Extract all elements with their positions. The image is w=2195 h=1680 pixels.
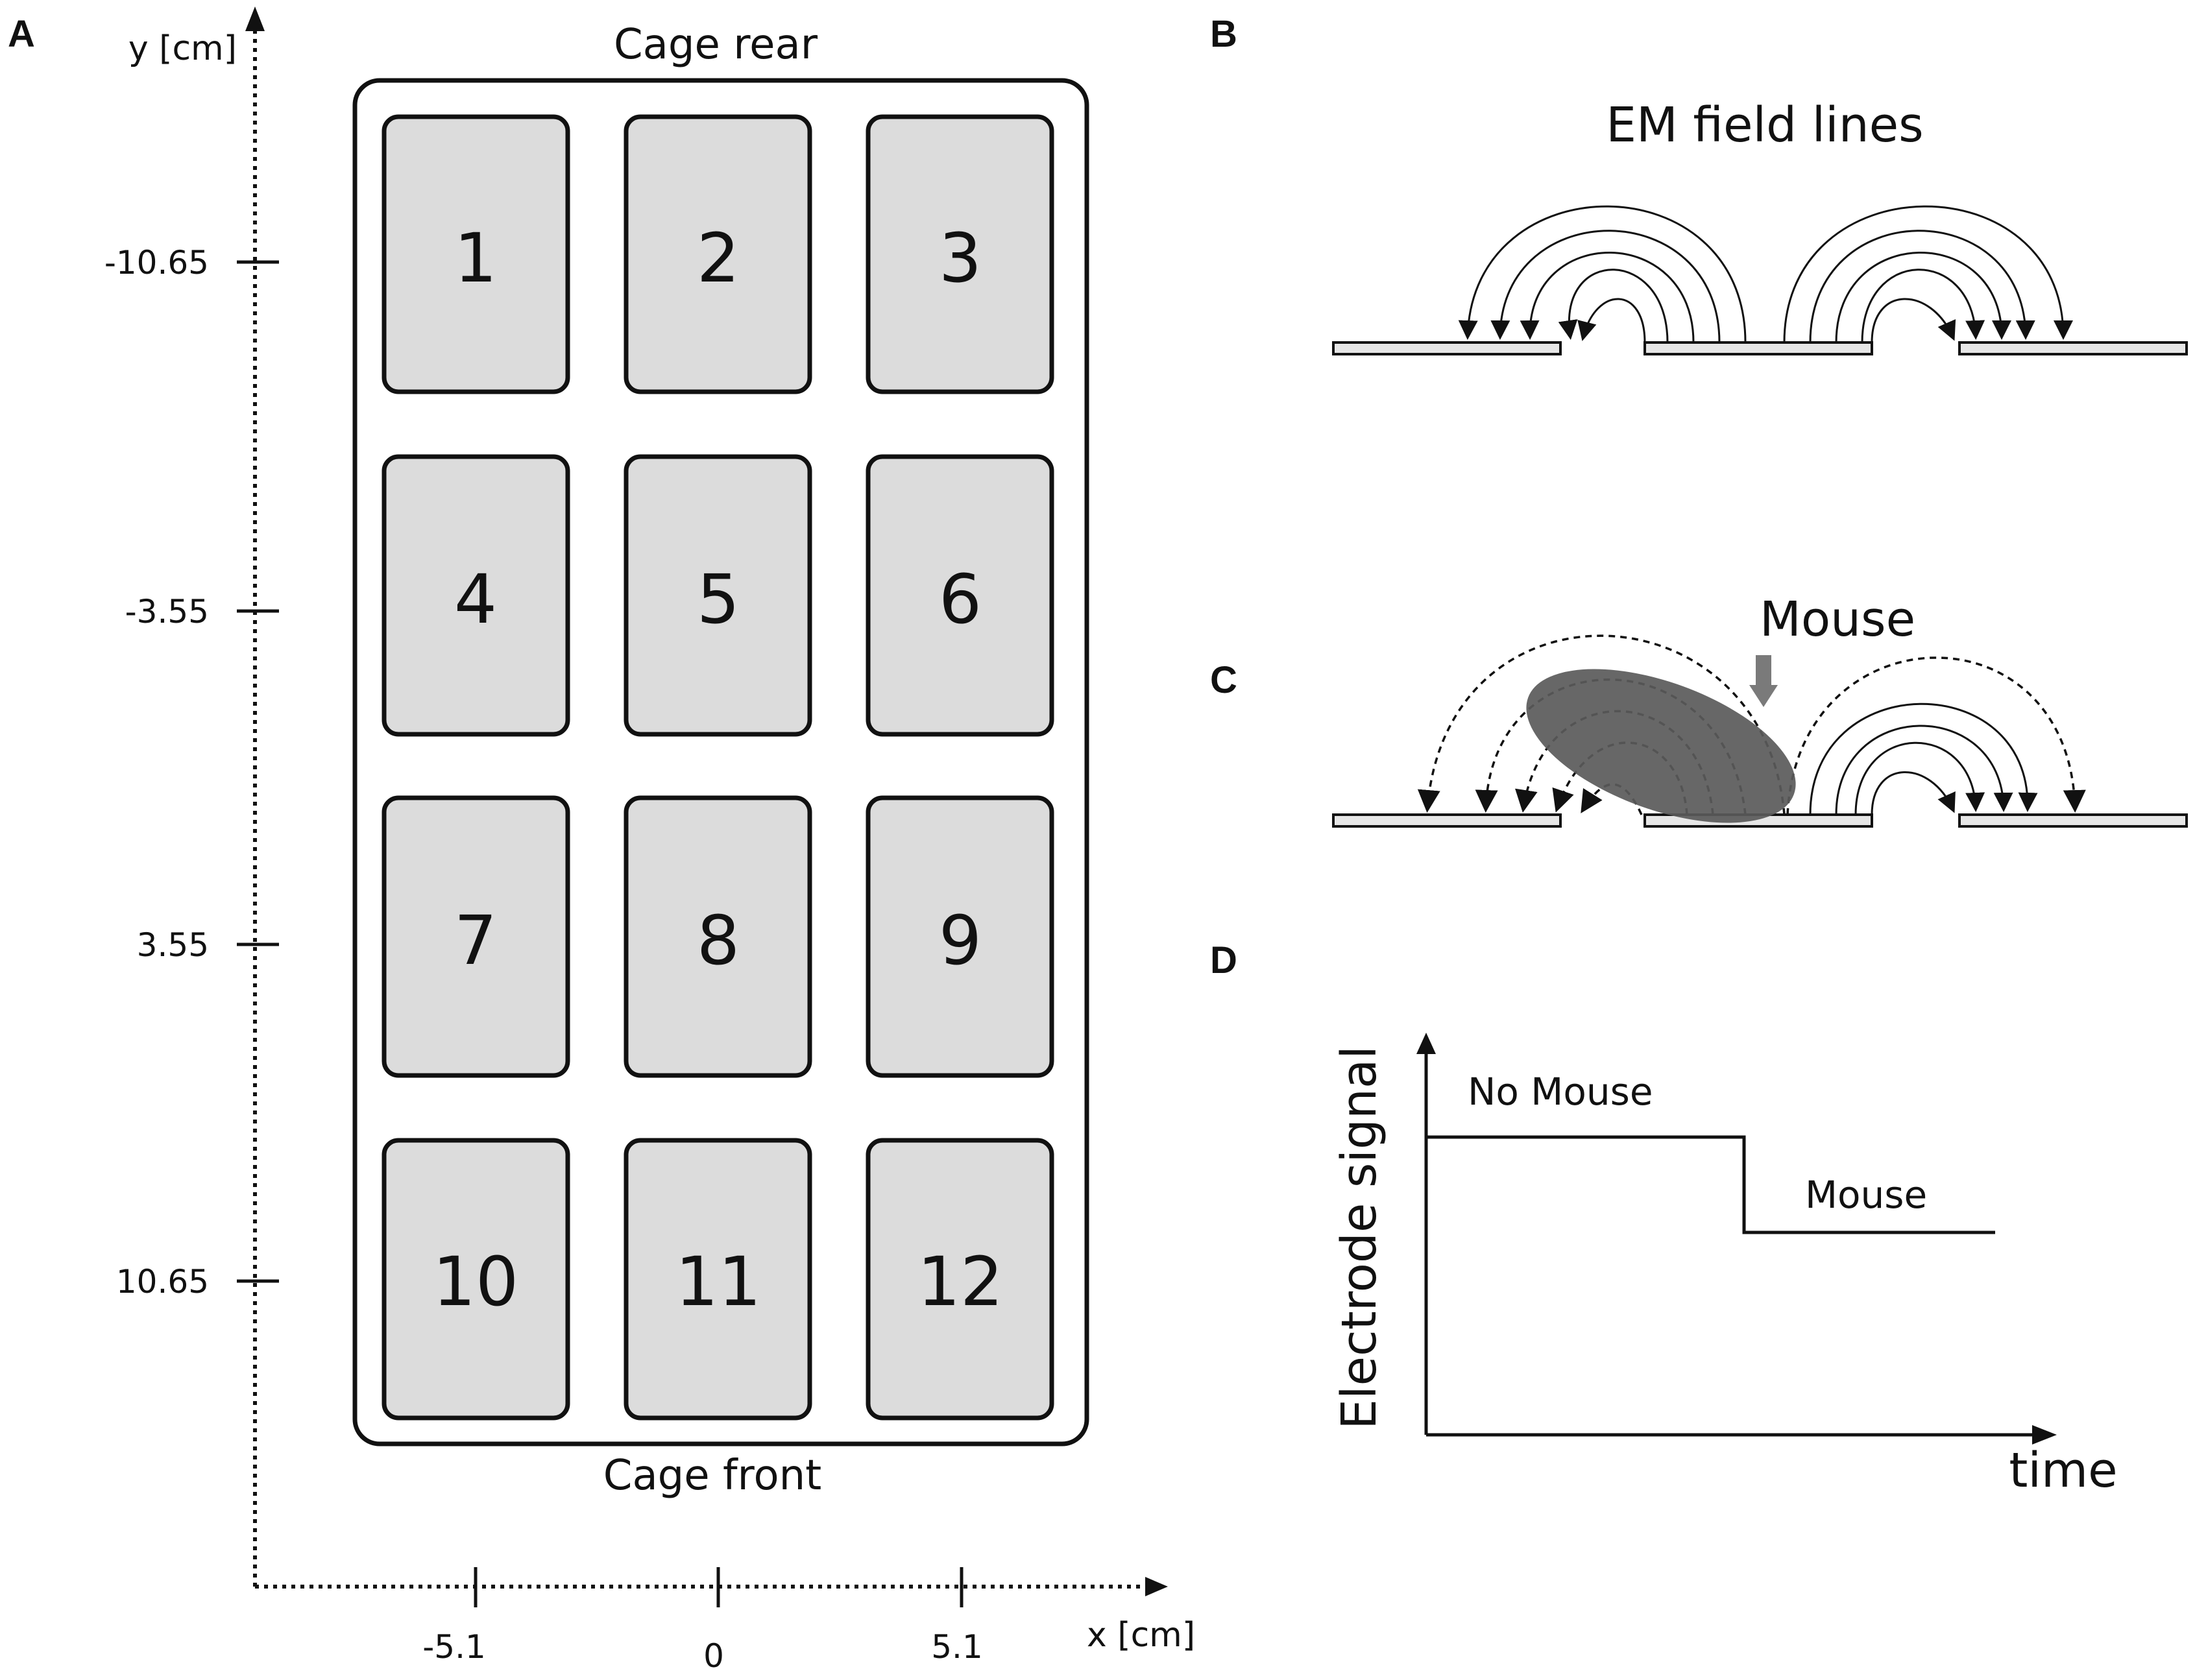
x-tick-label: -5.1 (422, 1628, 486, 1666)
electrode-grid: 1 2 3 4 5 6 7 (382, 114, 1054, 1421)
electrode-number: 10 (433, 1242, 518, 1321)
mouse-arrow-head (1749, 685, 1778, 707)
panel-d-letter: D (1210, 939, 1237, 981)
d-ylabel: Electrode signal (1331, 1046, 1387, 1430)
electrode-3: 3 (866, 114, 1054, 394)
electrode-pad (866, 114, 1054, 394)
electrode-6: 6 (866, 454, 1054, 737)
d-x-axis-arrowhead (2032, 1425, 2057, 1445)
field-line (1871, 771, 1956, 815)
electrode-number: 12 (917, 1242, 1003, 1321)
field-lines-right (1783, 205, 2073, 343)
field-line (1786, 656, 2086, 815)
electrode-12: 12 (866, 1138, 1054, 1421)
plate-left (1332, 341, 1562, 355)
field-line (1458, 205, 1747, 343)
mouse-arrow-shaft (1756, 655, 1771, 688)
electrode-number: 9 (939, 901, 982, 980)
mouse-level-label: Mouse (1805, 1173, 1927, 1217)
field-line (1871, 298, 1956, 343)
plate-right (1958, 813, 2188, 828)
electrode-pad (382, 795, 570, 1078)
electrode-pad (624, 1138, 812, 1421)
panel-a: A y [cm] x [cm] -10.65 -3.55 3.55 10.65 … (8, 6, 1195, 1675)
field-line (1835, 252, 2011, 343)
electrode-8: 8 (624, 795, 812, 1078)
y-tick-label: -3.55 (125, 593, 209, 630)
field-line (1854, 741, 1985, 815)
electrode-2: 2 (624, 114, 812, 394)
d-xlabel: time (2009, 1443, 2117, 1498)
electrode-number: 1 (454, 219, 497, 298)
field-line (1783, 205, 2073, 343)
electrode-pad (866, 1138, 1054, 1421)
electrode-pad (624, 795, 812, 1078)
electrode-5: 5 (624, 454, 812, 737)
electrode-pad (624, 114, 812, 394)
y-tick-label: -10.65 (104, 244, 209, 282)
x-axis-label: x [cm] (1087, 1616, 1195, 1655)
y-tick-label: 10.65 (116, 1263, 209, 1301)
plate-center (1643, 341, 1873, 355)
y-tick-label: 3.55 (137, 926, 209, 964)
field-line (1417, 634, 1786, 815)
field-line (1490, 230, 1721, 343)
electrode-11: 11 (624, 1138, 812, 1421)
electrode-pad (382, 114, 570, 394)
electrode-number: 5 (697, 560, 740, 639)
panel-a-letter: A (8, 13, 35, 55)
x-axis-arrowhead (1145, 1577, 1168, 1596)
electrode-pad (382, 1138, 570, 1421)
signal-trace (1426, 1135, 1995, 1234)
electrode-1: 1 (382, 114, 570, 394)
no-mouse-label: No Mouse (1468, 1070, 1653, 1114)
electrode-4: 4 (382, 454, 570, 737)
electrode-number: 2 (697, 219, 740, 298)
field-line (1809, 230, 2035, 343)
electrode-number: 6 (939, 560, 982, 639)
cage-outline (352, 78, 1089, 1446)
field-line (1577, 298, 1646, 343)
electrode-10: 10 (382, 1138, 570, 1421)
electrode-9: 9 (866, 795, 1054, 1078)
field-line (1558, 269, 1669, 343)
cage-rear-label: Cage rear (614, 21, 818, 69)
panel-b-title: EM field lines (1606, 97, 1923, 153)
mouse-label: Mouse (1760, 592, 1915, 647)
panel-c-letter: C (1210, 659, 1237, 701)
solid-field-lines-right (1809, 702, 2038, 815)
y-axis-label: y [cm] (128, 29, 237, 68)
d-y-axis-arrowhead (1416, 1033, 1436, 1054)
field-line (1809, 702, 2038, 815)
y-axis-arrowhead (245, 6, 265, 31)
field-line (1835, 725, 2013, 815)
panel-b-letter: B (1210, 13, 1237, 55)
electrode-number: 8 (697, 901, 740, 980)
panel-d: D Electrode signal time No Mouse Mouse (1210, 939, 2118, 1498)
electrode-7: 7 (382, 795, 570, 1078)
electrode-number: 3 (939, 219, 982, 298)
electrode-pad (624, 454, 812, 737)
electrode-number: 4 (454, 560, 497, 639)
plate-left (1332, 813, 1562, 828)
field-lines-left (1458, 205, 1747, 343)
plate-right (1958, 341, 2188, 355)
panel-b: B EM field lines (1210, 13, 2188, 355)
mouse-body (1526, 669, 1796, 823)
cage-front-label: Cage front (603, 1452, 822, 1500)
electrode-number: 7 (454, 901, 497, 980)
electrode-pad (382, 454, 570, 737)
x-tick-label: 0 (703, 1637, 724, 1675)
electrode-pad (866, 454, 1054, 737)
field-line (1861, 269, 1985, 343)
x-tick-label: 5.1 (931, 1628, 983, 1666)
field-line (1520, 252, 1695, 343)
electrode-pad (866, 795, 1054, 1078)
electrode-number: 11 (675, 1242, 761, 1321)
panel-c: C Mouse (1210, 592, 2188, 828)
